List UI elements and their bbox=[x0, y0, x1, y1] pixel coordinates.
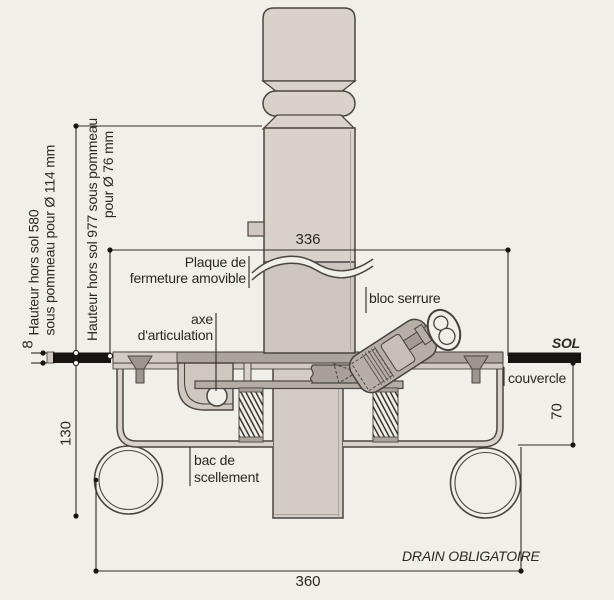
latch-rod bbox=[243, 362, 252, 383]
annotation-height-580-line2: sous pommeau pour Ø 114 mm bbox=[41, 144, 58, 336]
dimension-plate-thickness: 8 bbox=[19, 340, 37, 349]
dimension-dots bbox=[40, 123, 576, 574]
annotation-height-580-line1: Hauteur hors sol 580 bbox=[25, 209, 42, 336]
dimension-tray-depth: 70 bbox=[548, 403, 566, 420]
spring-right bbox=[372, 387, 399, 443]
annotation-height-977-line2: pour Ø 76 mm bbox=[100, 131, 116, 219]
dimension-overall-width: 360 bbox=[295, 573, 321, 590]
label-anchor-tray-line1: bac de bbox=[194, 452, 235, 468]
ground-bar-left bbox=[53, 352, 111, 363]
dimension-dots-on-ground bbox=[72, 349, 114, 367]
annotation-height-580: Hauteur hors sol 580 sous pommeau pour Ø… bbox=[25, 144, 58, 336]
dimension-plate-width: 336 bbox=[295, 231, 321, 248]
anchor-tray bbox=[116, 366, 504, 448]
label-pivot-axis: axe d'articulation bbox=[93, 311, 214, 343]
label-anchor-tray: bac de scellement bbox=[194, 452, 259, 485]
label-anchor-tray-line2: scellement bbox=[194, 468, 259, 485]
bollard-shaft bbox=[247, 127, 356, 354]
ground-bar-right bbox=[508, 352, 581, 363]
label-cover: couvercle bbox=[508, 370, 567, 386]
label-ground-level: SOL bbox=[551, 335, 580, 351]
annotation-height-977: Hauteur hors sol 977 sous pommeau pour Ø… bbox=[84, 118, 116, 341]
break-line bbox=[251, 255, 374, 281]
label-closure-plate-line2: fermeture amovible bbox=[129, 269, 246, 286]
lock-tab bbox=[247, 221, 265, 237]
pommel-collar bbox=[262, 90, 356, 117]
label-drain: DRAIN OBLIGATOIRE bbox=[402, 548, 540, 564]
spring-left bbox=[238, 387, 264, 443]
dimension-pit-depth: 130 bbox=[57, 420, 75, 447]
drain-pipe-left bbox=[93, 445, 164, 515]
label-closure-plate: Plaque de fermeture amovible bbox=[96, 254, 246, 286]
label-lock-block: bloc serrure bbox=[369, 290, 441, 306]
bollard-pommel bbox=[261, 7, 357, 130]
key-bow bbox=[426, 308, 462, 352]
lock-bolt bbox=[310, 363, 359, 384]
base-plate bbox=[194, 380, 404, 390]
label-closure-plate-line1: Plaque de bbox=[184, 254, 246, 270]
screw-left bbox=[127, 355, 153, 384]
dimension-lines bbox=[31, 125, 574, 572]
screw-right bbox=[463, 355, 489, 384]
drain-pipe-right bbox=[449, 447, 522, 519]
label-pivot-axis-line2: d'articulation bbox=[137, 326, 214, 343]
annotation-height-977-line1: Hauteur hors sol 977 sous pommeau bbox=[84, 118, 100, 341]
label-pivot-axis-line1: axe bbox=[191, 311, 213, 327]
cover-plate bbox=[112, 362, 504, 370]
